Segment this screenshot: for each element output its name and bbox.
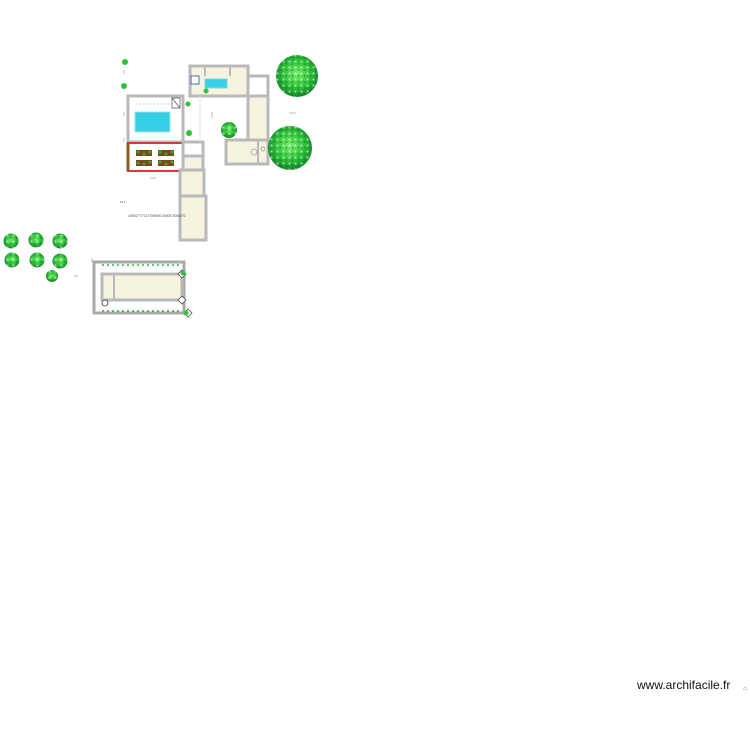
lower-room-main (100, 272, 184, 302)
swimming-pool-icon (134, 111, 171, 133)
shrub-icon (180, 270, 186, 276)
tree-icon (221, 122, 237, 138)
shrub-icon (4, 252, 20, 268)
shrub-icon (28, 232, 44, 248)
shrub-icon (203, 88, 209, 94)
room-middle-small (181, 154, 205, 172)
tree-icon (276, 55, 318, 97)
room-right-top (246, 74, 270, 98)
shrub-icon (29, 252, 45, 268)
lower-building (92, 260, 193, 318)
label-dimension-strip: 1000577771177000000 2000070000070 (128, 214, 186, 218)
room-long-south (178, 194, 208, 242)
tree-icon (268, 126, 312, 170)
room-corridor (178, 168, 206, 198)
main-house (126, 64, 270, 242)
annotation-ticks (74, 70, 296, 277)
shrub-icon (3, 233, 19, 249)
brand-logo-icon: ⌂ (743, 686, 747, 692)
shrub-icon (122, 59, 128, 65)
door-icon (177, 295, 187, 305)
brand-watermark[interactable]: www.archifacile.fr (637, 678, 731, 692)
shrub-icon (46, 270, 58, 282)
trees (3, 55, 318, 316)
shrub-icon (183, 310, 189, 316)
shrub-icon (185, 101, 191, 107)
small-pool-icon (204, 78, 228, 89)
shrub-icon (186, 130, 192, 136)
label-small: 11 1 (120, 200, 126, 204)
garden-beds (127, 142, 184, 172)
shrub-icon (121, 83, 127, 89)
shrub-icon (52, 253, 68, 269)
shrub-icon (52, 233, 68, 249)
room-middle-link (181, 140, 205, 158)
room-pool-annex (188, 64, 250, 98)
room-right-wing (246, 94, 270, 142)
column-icon (101, 299, 109, 307)
room-right-bottom (224, 138, 270, 166)
